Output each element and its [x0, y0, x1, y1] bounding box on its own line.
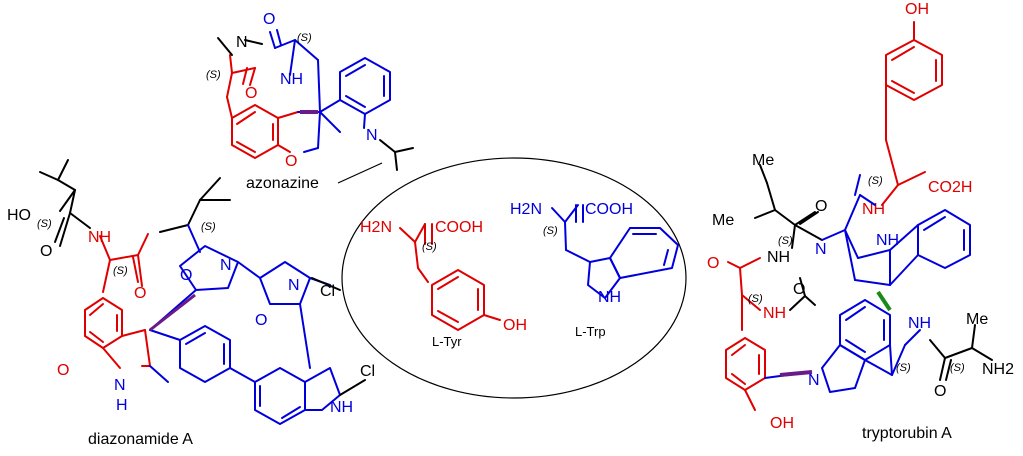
azonazine-trp-ring: [339, 57, 391, 115]
atom-label: Me: [712, 212, 734, 229]
amino-acid-panel: H2N COOH (S) OH L-Tyr H2N COOH (S) NH L-…: [337, 157, 687, 399]
atom-label: N: [288, 277, 300, 294]
diazonamide-structure: HO O NH NH O O N O N O Cl Cl NH N H (S) …: [7, 159, 375, 448]
atom-label: NH: [330, 399, 353, 416]
stereo-label: (S): [37, 218, 52, 230]
trp-amine: H2N: [510, 201, 542, 218]
tyr-acid: COOH: [435, 219, 483, 236]
tyr-amine: H2N: [360, 219, 392, 236]
atom-label: O: [285, 153, 297, 170]
atom-label: O: [793, 281, 805, 298]
stereo-label: (S): [113, 265, 128, 277]
atom-label: O: [707, 255, 719, 272]
atom-label: O: [57, 362, 69, 379]
tryptorubin-green-bond: [876, 290, 892, 312]
tryptorubin-trp-pyrrole: [821, 344, 866, 393]
stereo-label: (S): [297, 32, 312, 44]
azonazine-structure: O N NH O O N H (S) (S) azonazine: [206, 11, 414, 192]
trp-acid: COOH: [585, 201, 633, 218]
atom-label: NH: [862, 201, 885, 218]
stereo-label: (S): [896, 362, 911, 374]
diazonamide-indoline-ring: [179, 325, 231, 383]
atom-label: O: [134, 285, 146, 302]
atom-label: O: [40, 243, 52, 260]
atom-label: NH: [908, 315, 931, 332]
atom-label: NH: [88, 229, 111, 246]
tryptorubin-structure: OH CO2H NH (S) Me Me O NH (S) N NH: [707, 1, 1014, 442]
diazonamide-oxazole-1: [179, 245, 239, 291]
atom-label: OH: [905, 1, 929, 18]
pointer-line: [337, 162, 383, 184]
atom-label: Cl: [360, 363, 375, 380]
diazonamide-indole-benzo: [254, 367, 306, 425]
atom-label: NH: [763, 305, 786, 322]
stereo-label: (S): [778, 235, 793, 247]
atom-label: NH: [876, 232, 899, 249]
azonazine-name: azonazine: [246, 175, 319, 192]
atom-label: O: [245, 85, 257, 102]
atom-label: Cl: [320, 283, 335, 300]
atom-label: O: [180, 267, 192, 284]
tryptorubin-tyr-ring: [885, 39, 943, 101]
atom-label: N: [808, 372, 820, 389]
atom-label: OH: [770, 415, 794, 432]
atom-label: N: [236, 34, 248, 51]
atom-label: O: [934, 383, 946, 400]
diazonamide-indole-pyrrole: [304, 367, 341, 411]
atom-label: N: [220, 257, 232, 274]
trp-name: L-Trp: [575, 324, 606, 339]
tryptorubin-name: tryptorubin A: [862, 425, 952, 442]
atom-label: HO: [7, 207, 31, 224]
stereo-label: (S): [201, 221, 216, 233]
stereo-label: (S): [748, 293, 763, 305]
atom-label: N: [114, 377, 126, 394]
atom-label: O: [263, 11, 275, 28]
atom-label: H: [116, 397, 128, 414]
trp-pyrrole: [587, 257, 621, 299]
trp-nh: NH: [598, 289, 621, 306]
atom-label: NH: [280, 71, 303, 88]
atom-label: NH2: [982, 361, 1014, 378]
stereo-label: (S): [543, 225, 558, 237]
tryptorubin-purple-bond: [779, 370, 813, 377]
atom-label: O: [815, 198, 827, 215]
atom-label: O: [255, 312, 267, 329]
stereo-label: (S): [950, 362, 965, 374]
atom-label: N: [366, 127, 378, 144]
atom-label: Me: [966, 311, 988, 328]
trp-benzo: [609, 227, 679, 279]
stereo-label: (S): [206, 69, 221, 81]
atom-label: CO2H: [928, 179, 972, 196]
tyr-name: L-Tyr: [432, 334, 462, 349]
stereo-label: (S): [868, 175, 883, 187]
tyr-hydroxyl: OH: [503, 317, 527, 334]
atom-label: Me: [752, 152, 774, 169]
atom-label: N: [815, 241, 827, 258]
diazonamide-oxazole-2: [259, 261, 311, 305]
atom-label: NH: [767, 249, 790, 266]
center-ellipse: [341, 157, 687, 399]
diazonamide-name: diazonamide A: [88, 431, 193, 448]
stereo-label: (S): [422, 241, 437, 253]
